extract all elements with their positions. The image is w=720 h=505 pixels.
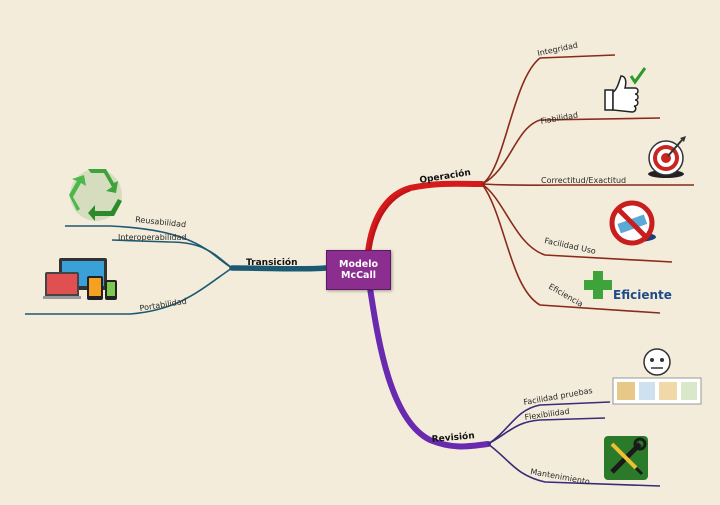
leaf-label-portabilidad: Portabilidad xyxy=(139,297,187,313)
thumbs-up-icon xyxy=(604,67,647,113)
leaf-line-fiabilidad xyxy=(481,117,661,185)
no-entry-icon xyxy=(609,200,656,246)
leaf-line-facilidad-uso xyxy=(481,183,673,263)
leaf-label-integridad: Integridad xyxy=(537,41,579,58)
branch-label-transicion: Transición xyxy=(246,257,298,268)
devices-icon xyxy=(43,258,117,300)
plus-icon xyxy=(584,271,612,299)
leaf-label-correctitud: Correctitud/Exactitud xyxy=(541,176,626,185)
branch-transicion xyxy=(25,225,329,315)
leaf-line-facilidad-pruebas xyxy=(487,401,611,445)
eficiente-label: Eficiente xyxy=(613,288,672,302)
center-line-2: McCall xyxy=(341,270,376,281)
recycle-icon xyxy=(69,169,122,221)
leaf-line-flexibilidad xyxy=(487,417,606,445)
leaf-label-mantenimiento: Mantenimiento xyxy=(530,467,591,486)
leaf-label-eficiencia: Eficiencia xyxy=(547,282,585,309)
tools-icon xyxy=(604,436,648,480)
branch-revision xyxy=(367,285,661,487)
leaf-label-facilidad-uso: Facilidad Uso xyxy=(544,236,597,256)
leaf-line-eficiencia xyxy=(481,183,661,314)
leaf-line-portabilidad xyxy=(25,267,233,315)
leaf-label-interoperabilidad: Interoperabilidad xyxy=(118,233,187,242)
center-node: Modelo McCall xyxy=(326,250,391,290)
tester-icon xyxy=(612,348,702,405)
leaf-line-interoperabilidad xyxy=(111,239,233,269)
leaf-line-integridad xyxy=(481,54,616,185)
branch-label-revision: Revisión xyxy=(431,430,475,445)
target-icon xyxy=(648,136,686,178)
leaf-line-correctitud xyxy=(481,183,694,187)
branch-operacion xyxy=(365,54,694,314)
leaf-line-mantenimiento xyxy=(487,443,661,487)
center-line-1: Modelo xyxy=(338,259,378,270)
leaf-label-reusabilidad: Reusabilidad xyxy=(135,215,187,229)
leaf-label-fiabilidad: Fiabilidad xyxy=(540,111,579,126)
